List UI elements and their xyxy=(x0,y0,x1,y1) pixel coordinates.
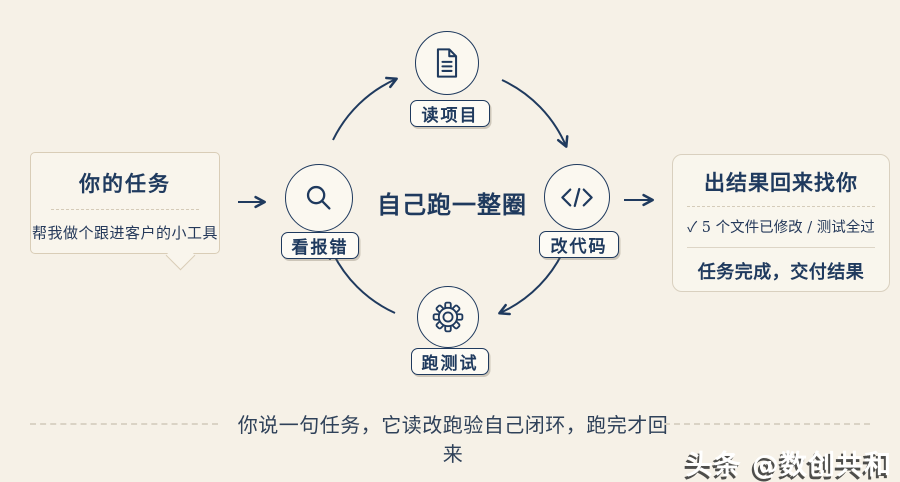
cycle-arc-top-to-right xyxy=(501,79,569,148)
cycle-node-edit-code xyxy=(544,164,610,230)
result-card-divider-solid xyxy=(687,247,875,248)
task-card-body: 帮我做个跟进客户的小工具 xyxy=(31,224,218,242)
bottom-caption: 你说一句任务，它读改跑验自己闭环，跑完才回来 xyxy=(237,413,669,466)
cycle-node-read-project xyxy=(415,31,479,95)
document-icon xyxy=(436,48,458,78)
check-icon: ✓ xyxy=(687,220,698,236)
cycle-label-check-errors: 看报错 xyxy=(281,232,359,259)
cycle-label-run-tests: 跑测试 xyxy=(411,348,489,375)
cycle-node-run-tests xyxy=(417,286,479,348)
result-check-text: 5 个文件已修改 / 测试全过 xyxy=(701,220,875,236)
task-card-divider xyxy=(51,209,199,210)
result-card: 出结果回来找你 ✓ 5 个文件已修改 / 测试全过 任务完成，交付结果 xyxy=(672,154,890,292)
search-icon xyxy=(306,185,331,210)
result-card-divider-dashed xyxy=(687,206,875,207)
caption-dash-right xyxy=(664,423,870,425)
result-check-row: ✓ 5 个文件已修改 / 测试全过 xyxy=(673,216,889,237)
task-card-title: 你的任务 xyxy=(79,171,171,196)
code-icon xyxy=(561,187,593,207)
cycle-arc-left-to-top xyxy=(332,76,398,141)
cycle-label-read-project: 读项目 xyxy=(410,100,490,127)
watermark: 头条 @数创共和 xyxy=(685,450,892,481)
result-summary: 任务完成，交付结果 xyxy=(697,262,865,283)
gear-icon xyxy=(432,301,464,333)
cycle-center-label: 自己跑一整圈 xyxy=(377,190,527,219)
caption-dash-left xyxy=(30,423,218,425)
result-card-title: 出结果回来找你 xyxy=(704,170,858,195)
user-task-card: 你的任务 帮我做个跟进客户的小工具 xyxy=(30,152,220,254)
cycle-node-check-errors xyxy=(285,164,353,232)
cycle-label-edit-code: 改代码 xyxy=(539,231,619,258)
